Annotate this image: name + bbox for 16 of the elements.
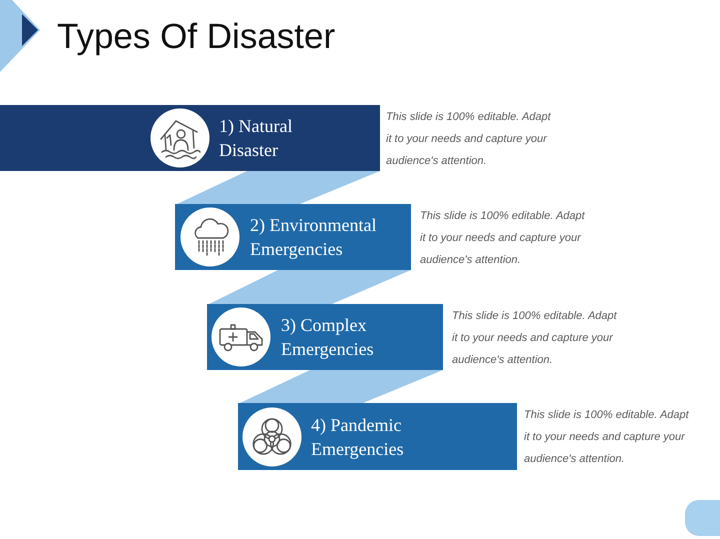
- description-text: This slide is 100% editable. Adapt it to your needs and capture your audience's attention.: [386, 110, 552, 169]
- bar-title: 4) Pandemic Emergencies: [311, 414, 405, 460]
- ribbon-band: [177, 171, 380, 204]
- banner-bar: [175, 204, 411, 270]
- bar-title: 3) Complex Emergencies: [281, 314, 375, 361]
- description-text: This slide is 100% editable. Adapt it to your needs and capture your audience's attention.: [420, 209, 586, 268]
- description-text: This slide is 100% editable. Adapt it to your needs and capture your audience's attention.: [452, 309, 618, 368]
- bar-title: 2) Environmental Emergencies: [250, 214, 378, 261]
- banner-bar: [0, 105, 380, 171]
- ribbon-band: [209, 270, 411, 304]
- banner-bar: [207, 304, 443, 370]
- slide-title: Types Of Disaster: [57, 16, 336, 58]
- bar-title: 1) Natural Disaster: [219, 115, 294, 162]
- description-text: This slide is 100% editable. Adapt it to your needs and capture your audience's attention.: [524, 408, 690, 467]
- ribbon-band: [240, 370, 443, 403]
- banner-bar: [238, 403, 517, 470]
